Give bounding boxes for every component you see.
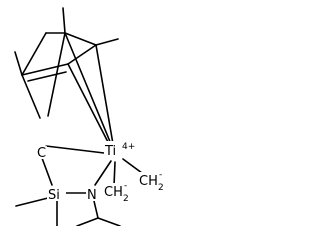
bond-methyl-left bbox=[14, 51, 23, 76]
bond-ring-left-lower bbox=[21, 74, 41, 119]
bond-ring-inner-b bbox=[67, 44, 97, 65]
bond-n-ti bbox=[94, 160, 112, 186]
bond-methyl-right bbox=[95, 38, 119, 46]
bond-ring-inner-a bbox=[21, 63, 69, 76]
titanium-complex-structure: Ti 4+ C - Si N CH 2 - CH 2 - bbox=[14, 7, 166, 226]
carbanion-charge: - bbox=[45, 141, 48, 151]
bond-ring-cross bbox=[47, 32, 66, 117]
bond-ring-inner-double bbox=[27, 71, 67, 82]
ti-atom: Ti bbox=[104, 144, 116, 159]
bond-ti-ch2-down bbox=[113, 161, 116, 187]
bond-ring-ti-b bbox=[95, 44, 114, 145]
bond-methyl-top bbox=[62, 7, 66, 34]
methylene-lower-charge: - bbox=[124, 181, 127, 191]
bond-tbu-left bbox=[76, 217, 99, 226]
bond-tbu-right bbox=[97, 217, 121, 226]
methylene-right-sub: 2 bbox=[158, 183, 164, 193]
methylene-right-c: CH bbox=[139, 174, 158, 189]
bond-ring-ti-c bbox=[67, 63, 111, 147]
bond-ring-top-right bbox=[64, 32, 97, 46]
nitrogen-atom: N bbox=[87, 188, 97, 203]
bond-ring-ti-a bbox=[64, 32, 112, 145]
ti-charge: 4+ bbox=[122, 142, 135, 152]
bond-c-si bbox=[41, 157, 53, 186]
bond-ring-left-upper bbox=[21, 32, 47, 76]
carbanion-atom: C bbox=[37, 146, 46, 161]
methylene-right-charge: - bbox=[159, 170, 162, 180]
methylene-lower-c: CH bbox=[104, 185, 123, 200]
bond-lines bbox=[14, 7, 147, 226]
atom-labels: Ti 4+ C - Si N CH 2 - CH 2 - bbox=[37, 141, 166, 204]
bond-c-ti bbox=[45, 145, 105, 154]
methylene-lower-sub: 2 bbox=[123, 194, 129, 204]
bond-n-tbu bbox=[93, 200, 99, 219]
silicon-atom: Si bbox=[48, 188, 60, 203]
bond-si-methyl-left bbox=[15, 197, 49, 207]
